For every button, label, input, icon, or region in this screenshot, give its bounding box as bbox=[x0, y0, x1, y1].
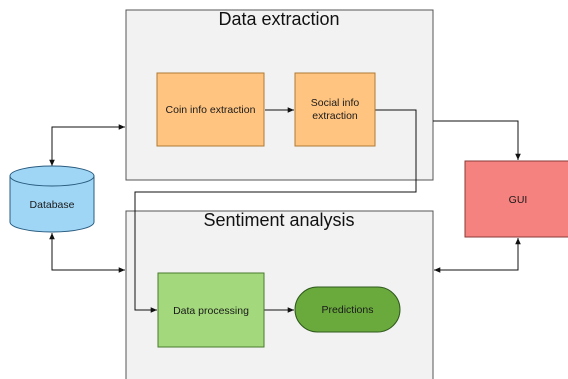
node-coin-info-extraction: Coin info extraction bbox=[156, 72, 265, 147]
edges bbox=[49, 107, 521, 313]
edge-database-data-extraction bbox=[49, 124, 125, 166]
node-predictions: Predictions bbox=[294, 286, 401, 333]
node-gui: GUI bbox=[464, 160, 568, 238]
edge-gui-sentiment-analysis bbox=[434, 238, 521, 273]
database-cylinder-top bbox=[9, 165, 95, 187]
data-extraction-title: Data extraction bbox=[218, 9, 339, 29]
social-info-extraction-label-line2: extraction bbox=[312, 110, 358, 122]
coin-info-extraction-box bbox=[156, 72, 265, 147]
edge-data-extraction-gui bbox=[433, 120, 521, 160]
node-social-info-extraction: Social info extraction bbox=[294, 72, 376, 147]
edge-social-info-data-processing bbox=[134, 109, 417, 313]
data-processing-label: Data processing bbox=[173, 305, 249, 317]
node-data-processing: Data processing bbox=[157, 272, 265, 348]
gui-box bbox=[464, 160, 568, 238]
sentiment-analysis-title: Sentiment analysis bbox=[203, 210, 354, 230]
database-cylinder-body bbox=[9, 175, 95, 233]
social-info-extraction-label-line1: Social info bbox=[311, 97, 360, 109]
predictions-pill bbox=[294, 286, 401, 333]
node-database: Database bbox=[9, 165, 95, 233]
edge-database-sentiment-analysis bbox=[49, 233, 125, 273]
social-info-extraction-box bbox=[294, 72, 376, 147]
data-processing-box bbox=[157, 272, 265, 348]
database-label: Database bbox=[30, 199, 75, 211]
gui-label: GUI bbox=[509, 194, 528, 206]
coin-info-extraction-label: Coin info extraction bbox=[166, 104, 256, 116]
predictions-label: Predictions bbox=[322, 304, 374, 316]
